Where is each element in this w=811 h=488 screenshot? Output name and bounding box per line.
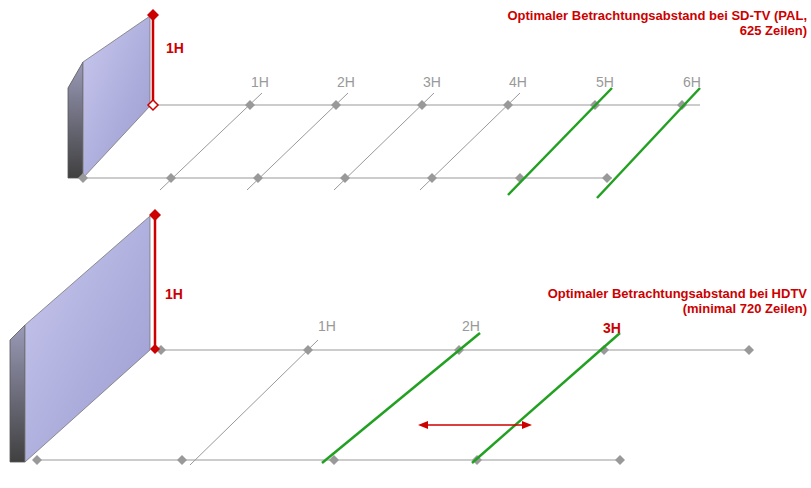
sd-markers — [78, 100, 687, 183]
hdtv-range-arrow — [418, 421, 532, 429]
hdtv-optimal-lines — [322, 333, 620, 463]
distance-label: 1H — [318, 318, 336, 334]
diagram-title: Optimaler Betrachtungsabstand bei SD-TV … — [507, 9, 807, 39]
height-label: 1H — [166, 40, 184, 56]
hdtv-grid — [37, 340, 750, 465]
hdtv-panel — [10, 216, 150, 462]
distance-label: 3H — [603, 320, 621, 336]
sd-grid — [83, 93, 700, 190]
diagram-title: Optimaler Betrachtungsabstand bei HDTV (… — [507, 287, 807, 317]
sd-optimal-lines — [508, 88, 700, 198]
distance-label: 3H — [423, 74, 441, 90]
sd-tv-panel — [68, 16, 150, 178]
distance-label: 5H — [596, 74, 614, 90]
distance-label: 1H — [251, 74, 269, 90]
distance-label: 4H — [509, 74, 527, 90]
height-label: 1H — [165, 286, 183, 302]
distance-label: 2H — [462, 318, 480, 334]
distance-label: 6H — [683, 74, 701, 90]
sd-height-marker — [147, 9, 159, 110]
hdtv-height-marker — [149, 209, 161, 354]
distance-label: 2H — [337, 74, 355, 90]
